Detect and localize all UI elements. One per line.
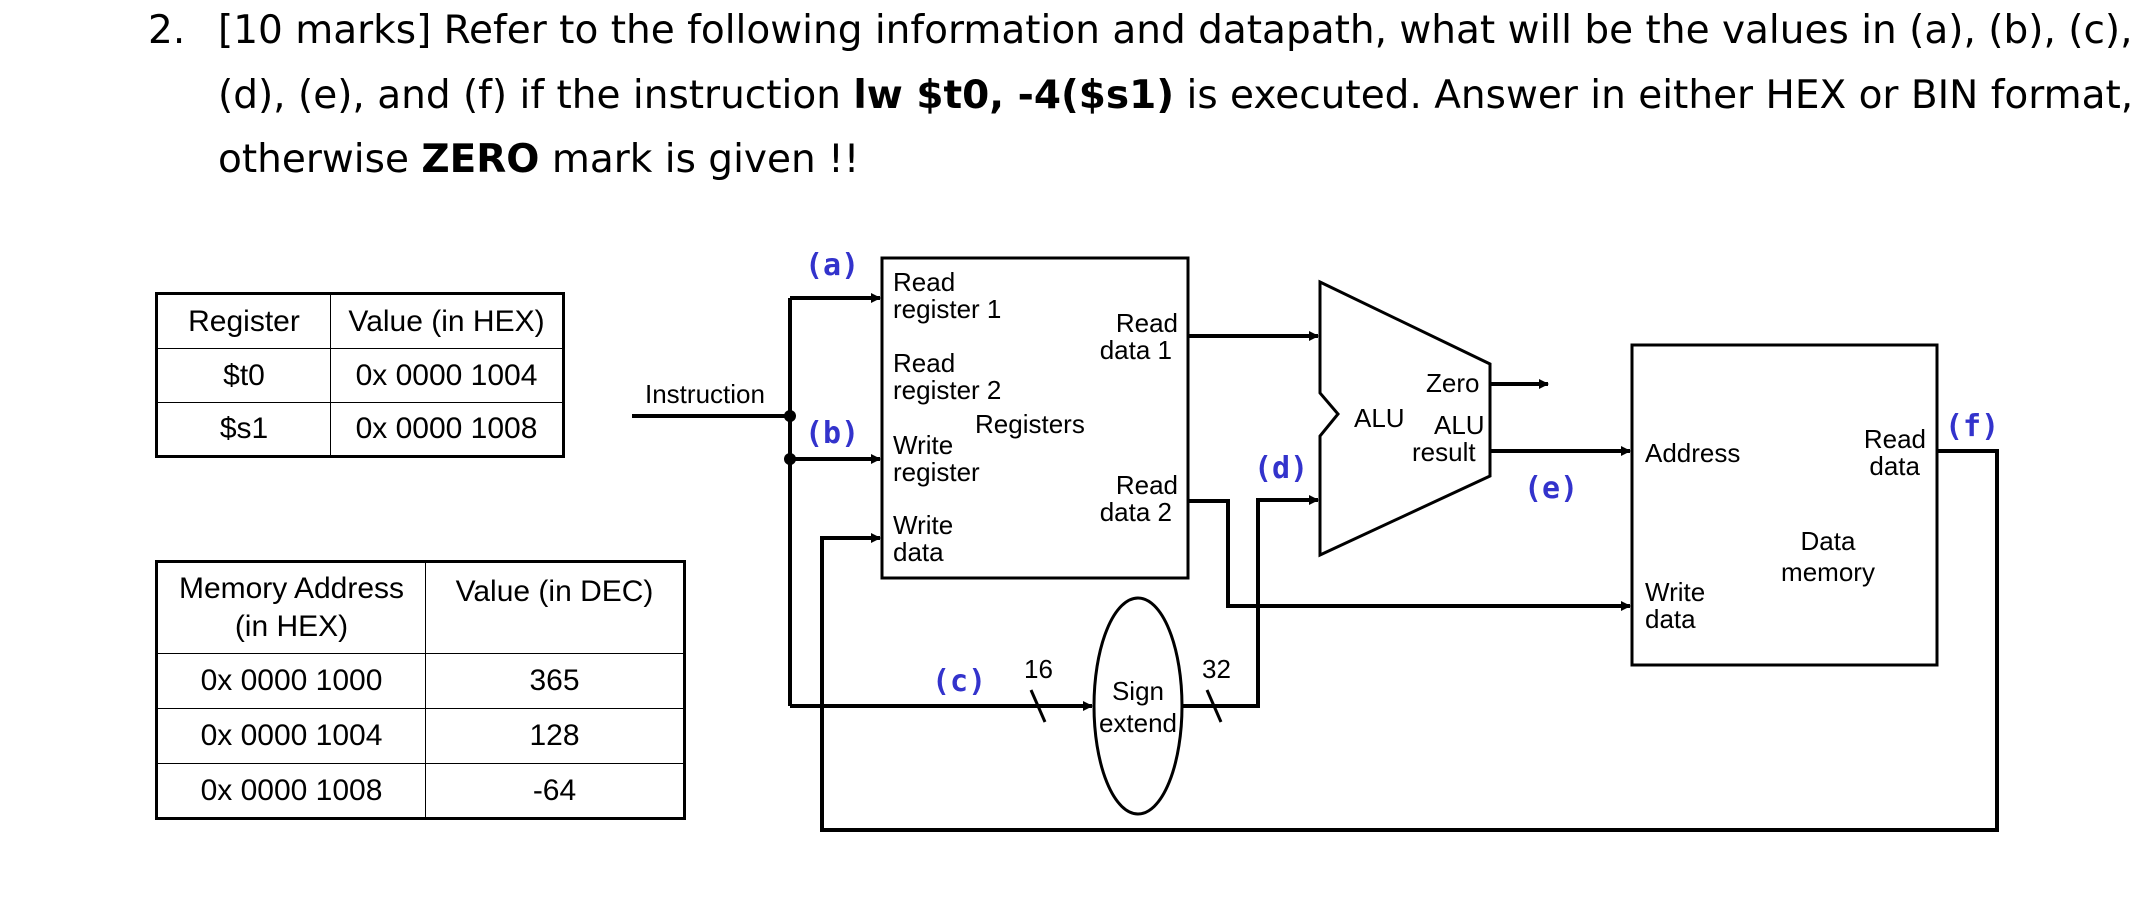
junction-dot [784, 410, 796, 422]
marker-a: (a) [805, 248, 859, 283]
label-data-memory: Data [1801, 526, 1856, 556]
table-cell: 0x 0000 1008 [330, 402, 564, 457]
table-cell: $s1 [156, 402, 331, 457]
sign-extend-output-wire [1182, 495, 1319, 708]
label-alu: ALU [1354, 403, 1405, 433]
label-write-register: register [893, 457, 980, 487]
table-header: Value (in DEC) [425, 561, 685, 654]
table-cell: 0x 0000 1000 [156, 653, 426, 709]
label-address: Address [1645, 438, 1740, 468]
question-line-1: [10 marks] Refer to the following inform… [218, 8, 2133, 53]
label-memory-read-data: data [1869, 451, 1920, 481]
label-alu-result: result [1412, 437, 1476, 467]
table-header-row: Register Value (in HEX) [156, 293, 564, 349]
table-cell: 0x 0000 1004 [156, 708, 426, 764]
label-read-register-1: Read [893, 267, 955, 297]
table-row: 0x 0000 1000 365 [156, 653, 685, 709]
table-cell: 128 [425, 708, 685, 764]
label-read-data-2: data 2 [1100, 497, 1172, 527]
table-cell: -64 [425, 763, 685, 819]
marker-e: (e) [1524, 471, 1578, 506]
label-zero: Zero [1426, 368, 1479, 398]
label-16-bits: 16 [1024, 654, 1053, 684]
label-read-register-2: Read [893, 348, 955, 378]
marker-d: (d) [1254, 451, 1308, 486]
label-read-register-1: register 1 [893, 294, 1001, 324]
label-sign-extend: Sign [1112, 676, 1164, 706]
memory-table: Memory Address (in HEX) Value (in DEC) 0… [155, 560, 686, 820]
question-line-2-text: (d), (e), and (f) if the instruction [218, 73, 854, 118]
question-line-3-text: otherwise [218, 137, 422, 182]
registers-block [880, 256, 1190, 580]
instruction-text: lw $t0, -4($s1) [853, 73, 1175, 118]
zero-text: ZERO [421, 137, 540, 182]
table-header: Memory Address (in HEX) [156, 561, 426, 654]
data-memory-block [1630, 343, 1939, 667]
marker-b: (b) [805, 416, 859, 451]
label-read-data-1: data 1 [1100, 335, 1172, 365]
register-table: Register Value (in HEX) $t0 0x 0000 1004… [155, 292, 565, 458]
table-cell: 0x 0000 1008 [156, 763, 426, 819]
label-read-data-2: Read [1116, 470, 1178, 500]
table-cell: 365 [425, 653, 685, 709]
table-header: Value (in HEX) [330, 293, 564, 349]
marker-c: (c) [932, 664, 986, 699]
tick-mark [1029, 689, 1047, 723]
label-alu-result: ALU [1434, 410, 1485, 440]
wires [632, 293, 1999, 832]
table-row: $s1 0x 0000 1008 [156, 402, 564, 457]
label-write-data: data [893, 537, 944, 567]
label-32-bits: 32 [1202, 654, 1231, 684]
label-sign-extend: extend [1099, 708, 1177, 738]
tick-mark [1205, 689, 1223, 723]
sign-extend-block [1092, 596, 1184, 816]
label-read-register-2: register 2 [893, 375, 1001, 405]
question-line-2-rest: is executed. Answer in either HEX or BIN… [1174, 73, 2134, 118]
label-memory-write-data: Write [1645, 577, 1705, 607]
label-instruction: Instruction [645, 379, 765, 409]
label-write-data: Write [893, 510, 953, 540]
write-back-wire [820, 449, 1999, 832]
question-line-3-rest: mark is given !! [539, 137, 860, 182]
label-data-memory: memory [1781, 557, 1875, 587]
label-write-register: Write [893, 430, 953, 460]
label-memory-write-data: data [1645, 604, 1696, 634]
junction-dot [784, 453, 796, 465]
marker-f: (f) [1945, 409, 1999, 444]
table-header-row: Memory Address (in HEX) Value (in DEC) [156, 561, 685, 654]
table-row: 0x 0000 1008 -64 [156, 763, 685, 819]
label-memory-read-data: Read [1864, 424, 1926, 454]
label-registers: Registers [975, 409, 1085, 439]
read-data-2-wire [1188, 499, 1631, 611]
question-line-3: otherwise ZERO mark is given !! [218, 137, 859, 182]
label-read-data-1: Read [1116, 308, 1178, 338]
question-line-2: (d), (e), and (f) if the instruction lw … [218, 73, 2133, 118]
table-row: 0x 0000 1004 128 [156, 708, 685, 764]
question-number: 2. [148, 8, 186, 53]
table-cell: 0x 0000 1004 [330, 348, 564, 403]
bus-width-ticks [1029, 689, 1223, 723]
